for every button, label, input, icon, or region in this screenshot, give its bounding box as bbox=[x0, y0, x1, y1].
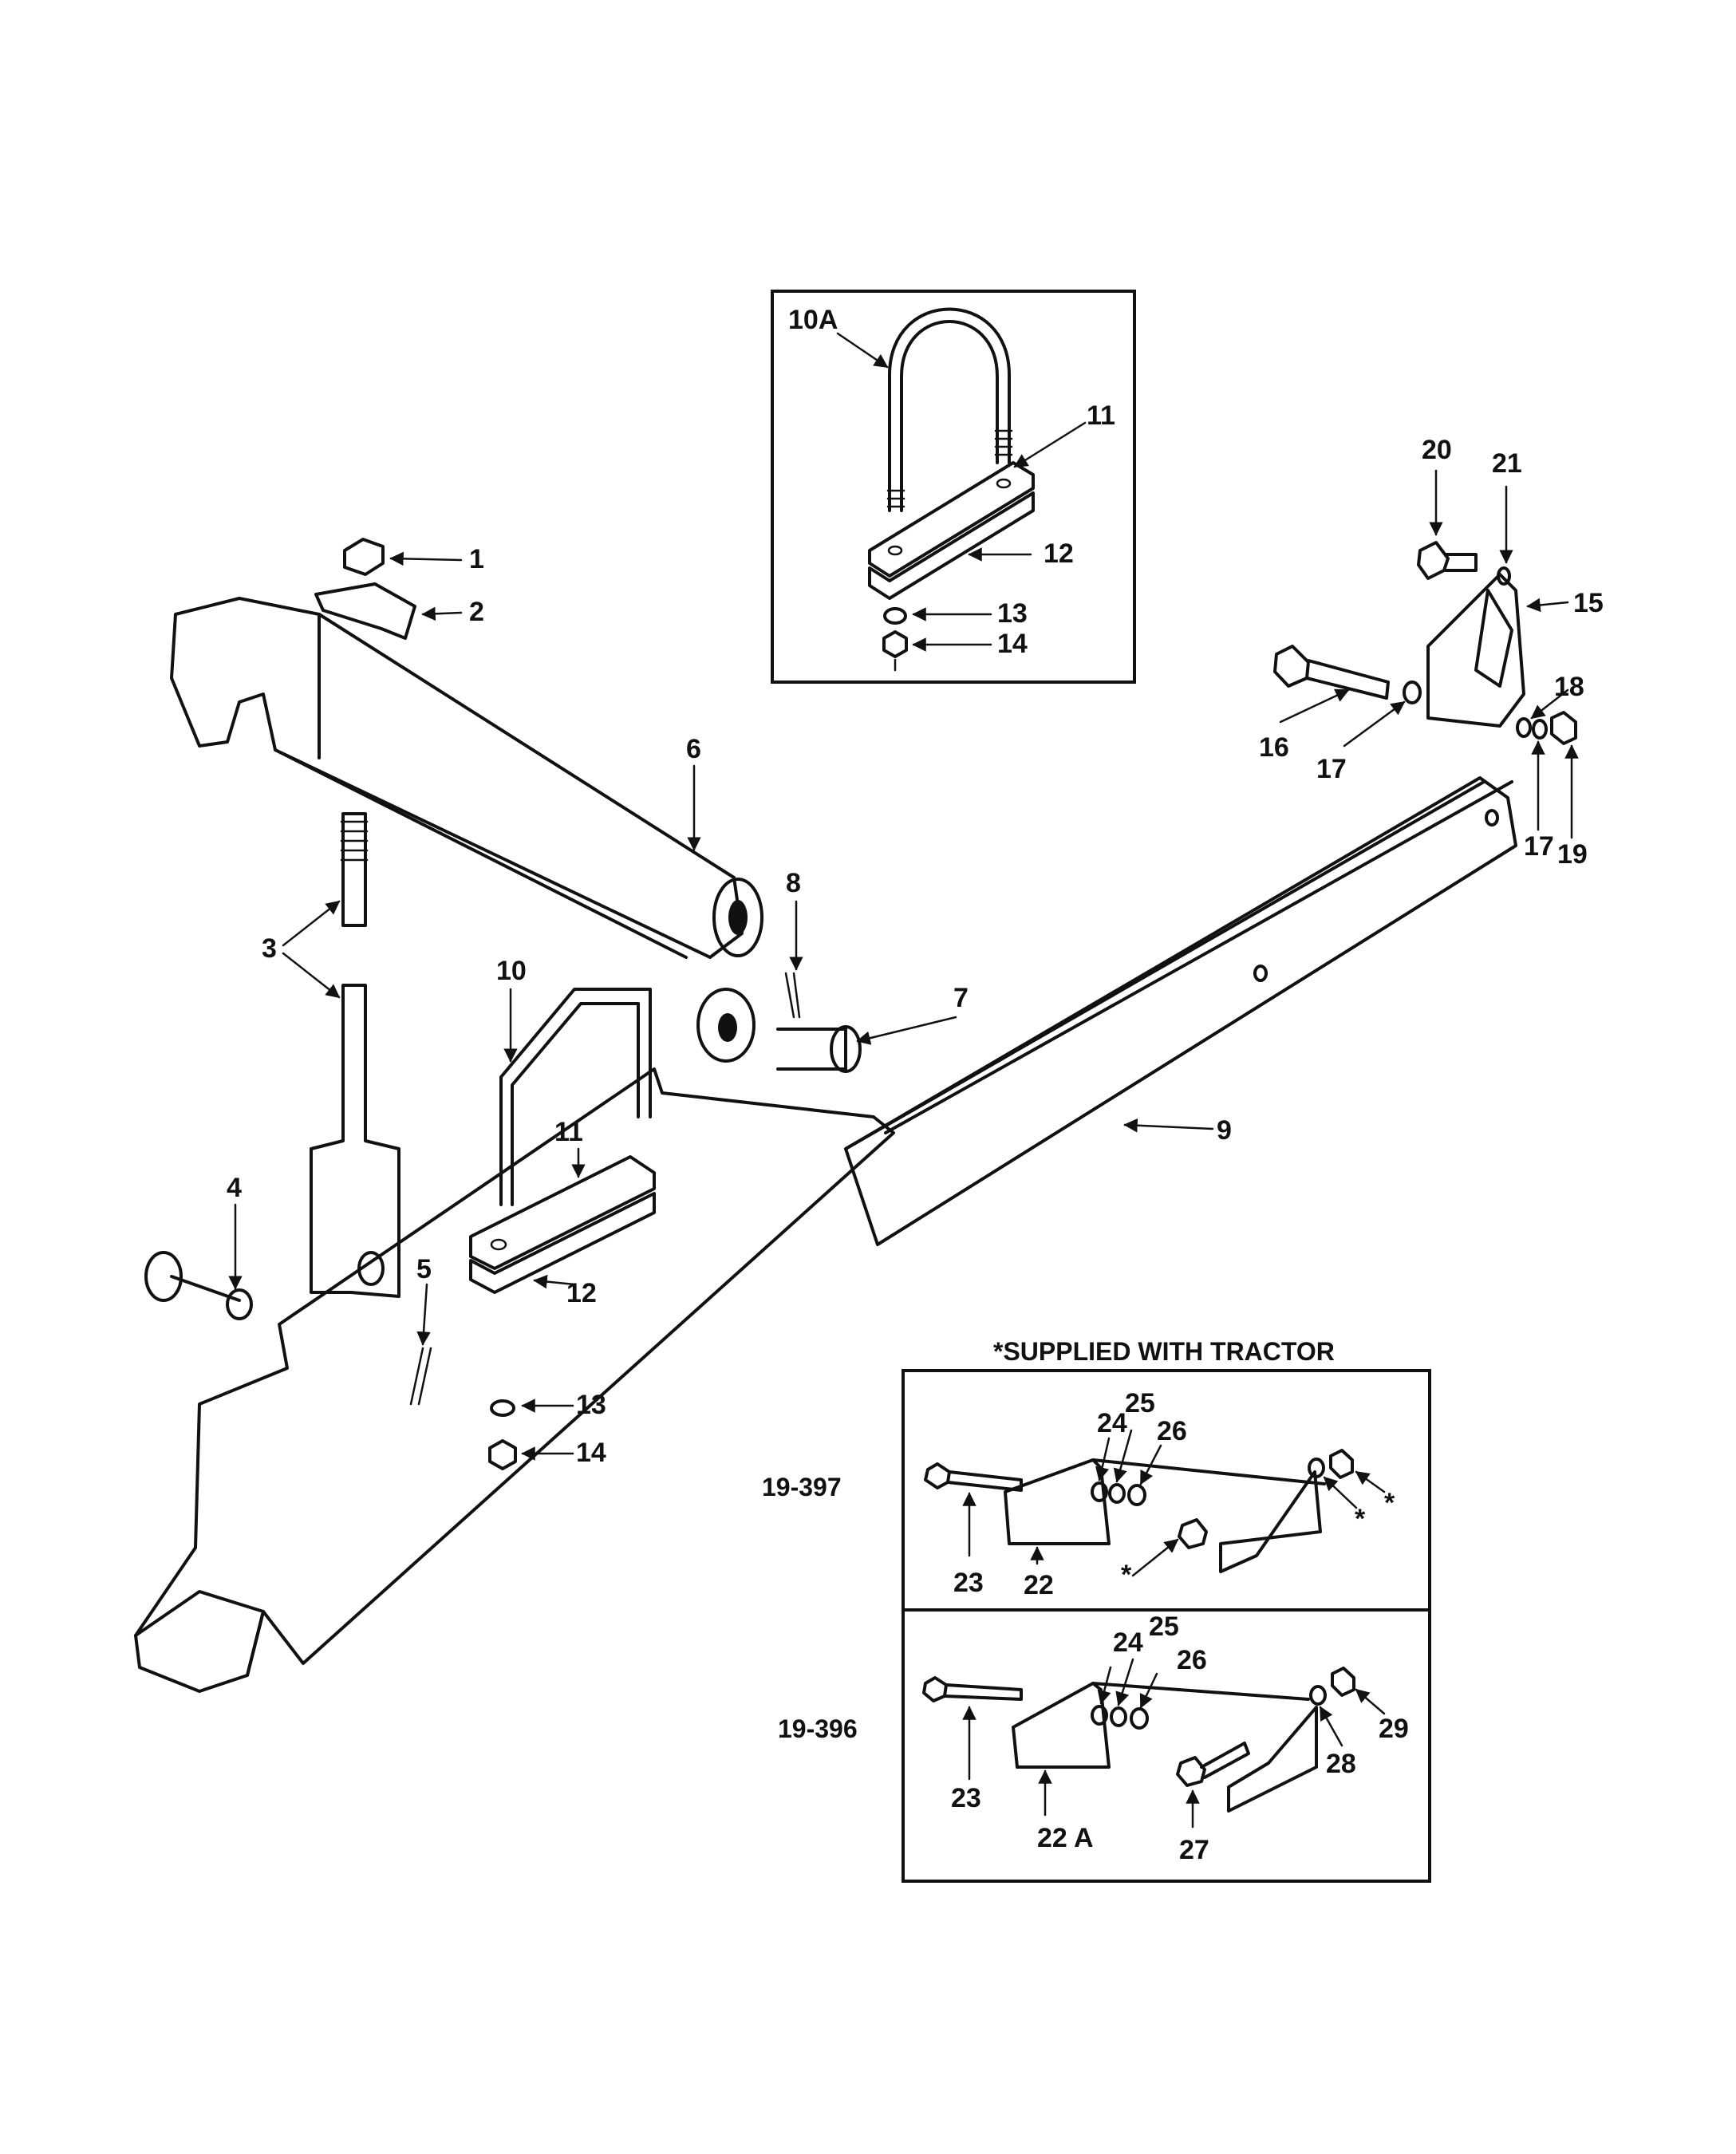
cotter-8 bbox=[784, 972, 801, 1019]
label-13: 13 bbox=[576, 1390, 606, 1420]
ref-19-396: 19-396 bbox=[778, 1714, 858, 1743]
asterisk-1: * bbox=[1121, 1560, 1132, 1590]
plate-11 bbox=[469, 1155, 656, 1270]
cotter-5 bbox=[409, 1347, 432, 1406]
label-17: 17 bbox=[1316, 754, 1347, 784]
label-5: 5 bbox=[416, 1254, 432, 1284]
bolt-20 bbox=[1417, 541, 1450, 580]
label-6: 6 bbox=[686, 734, 701, 764]
label-23-upper: 23 bbox=[953, 1568, 984, 1598]
label-24-upper: 24 bbox=[1097, 1408, 1127, 1438]
label-19: 19 bbox=[1557, 839, 1588, 870]
label-22a: 22 A bbox=[1037, 1823, 1094, 1853]
label-8: 8 bbox=[786, 868, 801, 898]
nut-29 bbox=[1331, 1667, 1355, 1697]
label-15: 15 bbox=[1573, 588, 1604, 618]
label-25-lower: 25 bbox=[1149, 1612, 1179, 1642]
u-bolt-thread-right bbox=[994, 429, 1013, 456]
bracket-22a bbox=[1012, 1682, 1111, 1769]
label-29: 29 bbox=[1379, 1714, 1409, 1744]
inset-upper: 10A 11 12 13 14 bbox=[771, 290, 1136, 684]
pivot-rod-3 bbox=[310, 984, 400, 1298]
bolt-16 bbox=[1273, 645, 1310, 688]
stud-3-upper bbox=[341, 812, 367, 927]
label-3: 3 bbox=[262, 933, 277, 964]
label-10: 10 bbox=[496, 956, 527, 986]
label-4: 4 bbox=[227, 1173, 242, 1203]
washer-18 bbox=[1516, 717, 1532, 738]
label-26-upper: 26 bbox=[1157, 1416, 1187, 1446]
bracket-22 bbox=[1004, 1458, 1111, 1545]
label-13-inset: 13 bbox=[997, 598, 1028, 629]
label-16: 16 bbox=[1259, 732, 1289, 763]
asterisk-2: * bbox=[1355, 1504, 1366, 1534]
bracket-15 bbox=[1426, 573, 1525, 728]
bolt-23-lower bbox=[922, 1676, 948, 1702]
label-18: 18 bbox=[1554, 672, 1584, 702]
bar-6-end-bushing bbox=[712, 878, 763, 957]
frame-9-arm bbox=[844, 776, 1517, 1246]
pad-12-inset bbox=[868, 491, 1035, 600]
bolt-23-upper bbox=[924, 1462, 951, 1489]
label-7: 7 bbox=[953, 983, 969, 1013]
nut-1 bbox=[343, 538, 385, 576]
pad-12 bbox=[469, 1192, 656, 1294]
pivot-bushing bbox=[696, 988, 756, 1063]
washer-21 bbox=[1497, 566, 1511, 586]
label-22-upper: 22 bbox=[1024, 1570, 1054, 1600]
label-28: 28 bbox=[1326, 1749, 1356, 1779]
bracket-section: *SUPPLIED WITH TRACTOR 19-397 23 22 24 2… bbox=[762, 1337, 1431, 1883]
label-14: 14 bbox=[576, 1438, 606, 1468]
label-27: 27 bbox=[1179, 1835, 1209, 1865]
u-bolt-10 bbox=[499, 988, 652, 1206]
label-1: 1 bbox=[469, 544, 484, 574]
clip-2 bbox=[314, 582, 416, 640]
supplied-caption: *SUPPLIED WITH TRACTOR bbox=[993, 1337, 1335, 1366]
label-17-right: 17 bbox=[1524, 831, 1554, 862]
label-23-lower: 23 bbox=[951, 1783, 981, 1813]
washer-17-right bbox=[1532, 719, 1548, 740]
asterisk-3: * bbox=[1384, 1488, 1395, 1518]
nut-14 bbox=[488, 1439, 517, 1470]
nut-14-inset bbox=[882, 630, 908, 658]
lower-frame-left bbox=[134, 1067, 895, 1693]
label-2: 2 bbox=[469, 597, 484, 627]
label-12-inset: 12 bbox=[1044, 538, 1074, 569]
bolt-27 bbox=[1176, 1756, 1206, 1787]
pin-7 bbox=[776, 1028, 847, 1071]
label-21: 21 bbox=[1492, 448, 1522, 479]
lockwasher-13-inset bbox=[883, 607, 907, 625]
ref-19-397: 19-397 bbox=[762, 1473, 842, 1501]
label-24-lower: 24 bbox=[1113, 1627, 1143, 1658]
label-12: 12 bbox=[566, 1278, 597, 1308]
lower-hook bbox=[134, 1590, 265, 1677]
u-bolt-10a bbox=[888, 307, 1011, 512]
washer-17-left bbox=[1403, 681, 1422, 704]
plate-11-inset bbox=[868, 461, 1035, 578]
label-10a: 10A bbox=[788, 305, 838, 335]
washer-28 bbox=[1309, 1685, 1327, 1706]
inset-upper-frame bbox=[771, 290, 1136, 684]
upper-bar-6 bbox=[170, 597, 744, 959]
lockwasher-13 bbox=[490, 1399, 515, 1417]
nut-19 bbox=[1550, 711, 1577, 745]
label-9: 9 bbox=[1217, 1115, 1232, 1146]
label-14-inset: 14 bbox=[997, 629, 1028, 659]
label-26-lower: 26 bbox=[1177, 1645, 1207, 1675]
bracket-box-lower bbox=[902, 1608, 1431, 1883]
label-20: 20 bbox=[1422, 435, 1452, 465]
label-11: 11 bbox=[554, 1117, 583, 1147]
main-assembly: 1 2 3 4 5 6 7 8 9 10 11 12 13 14 15 16 1… bbox=[134, 435, 1604, 1693]
label-25-upper: 25 bbox=[1125, 1388, 1155, 1418]
u-bolt-thread-left bbox=[886, 489, 905, 508]
label-11-inset: 11 bbox=[1087, 400, 1115, 431]
